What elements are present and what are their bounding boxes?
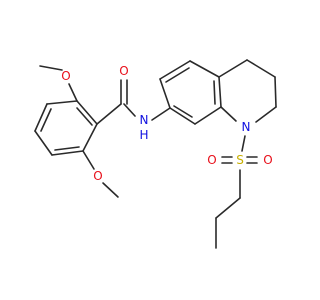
- bond: [76, 107, 93, 126]
- bond: [194, 106, 222, 125]
- bond: [151, 107, 171, 121]
- bond: [76, 100, 98, 125]
- atom-oxygen-carbonyl: O: [119, 64, 128, 78]
- bond: [54, 146, 80, 151]
- atom-sulfur: S: [236, 153, 244, 167]
- bond: [165, 67, 190, 83]
- bond: [159, 78, 171, 109]
- bond: [218, 76, 222, 108]
- bond: [39, 65, 63, 71]
- bond: [213, 80, 216, 105]
- bond: [82, 123, 98, 152]
- bond: [169, 107, 196, 125]
- bond: [96, 103, 122, 125]
- bond: [46, 100, 78, 105]
- atom-oxygen-sulfonyl-right: O: [263, 153, 272, 167]
- propylsulfonyl-group: [215, 135, 258, 249]
- bond: [215, 197, 241, 219]
- benzene-ring-right: [159, 60, 222, 125]
- structure-diagram: O O O N H N S O O: [34, 59, 277, 249]
- atom-nitrogen-amide: N: [140, 113, 149, 127]
- molecule-canvas: O O O N H N S O O: [34, 59, 277, 249]
- bond: [255, 106, 277, 123]
- bond: [159, 60, 191, 80]
- atom-oxygen-sulfonyl-left: O: [207, 153, 216, 167]
- bond: [68, 83, 78, 102]
- bond: [220, 106, 237, 122]
- methoxy-bottom: [82, 150, 119, 198]
- bond: [40, 108, 52, 132]
- amide-group: [96, 79, 171, 125]
- bond: [102, 182, 119, 198]
- bond: [173, 105, 193, 118]
- bond: [34, 103, 48, 132]
- bond: [123, 103, 136, 117]
- bond: [241, 135, 246, 152]
- atom-oxygen-methoxy-bottom: O: [93, 169, 102, 183]
- atom-hydrogen-amide: H: [139, 128, 148, 142]
- atom-oxygen-methoxy-top: O: [61, 69, 70, 83]
- bond: [274, 76, 277, 108]
- bond: [82, 150, 95, 170]
- bond: [218, 59, 248, 78]
- bond: [51, 150, 84, 156]
- bond: [34, 130, 53, 156]
- bond: [189, 60, 220, 78]
- bond: [246, 59, 276, 78]
- benzene-ring-left: [34, 100, 98, 156]
- saturated-ring: [218, 59, 277, 123]
- atom-nitrogen-ring: N: [242, 120, 251, 134]
- methoxy-top: [39, 65, 78, 102]
